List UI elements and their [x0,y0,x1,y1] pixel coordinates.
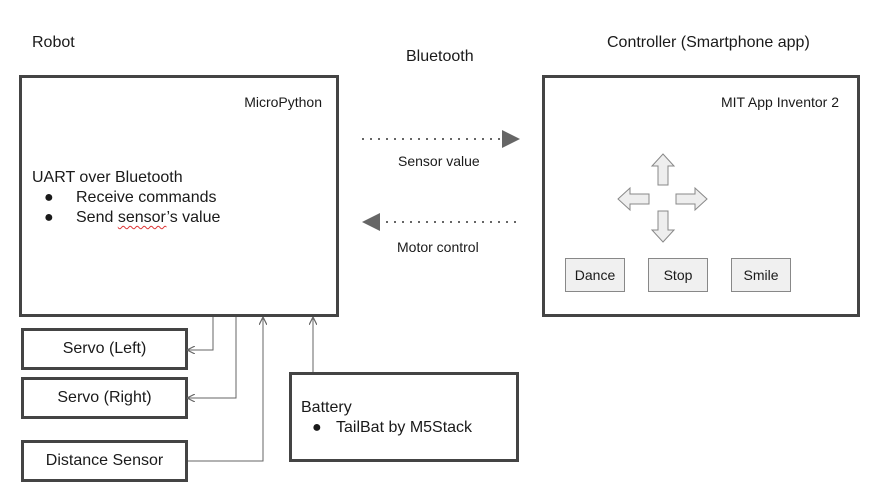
controller-platform-label: MIT App Inventor 2 [720,94,839,110]
distance-sensor-label: Distance Sensor [45,452,164,469]
dance-button[interactable]: Dance [565,258,625,292]
wire-servo-right [188,317,237,398]
distance-sensor-box: Distance Sensor [21,440,188,482]
bluetooth-title: Bluetooth [406,48,474,65]
battery-title: Battery [301,399,352,416]
motor-control-label: Motor control [397,239,479,255]
controller-title: Controller (Smartphone app) [607,34,810,51]
arrow-down-icon [650,210,676,243]
bullet-icon: ● [44,189,54,206]
uart-heading: UART over Bluetooth [32,169,183,186]
battery-box: Battery ●TailBat by M5Stack [289,372,519,462]
wire-distance-sensor [188,318,263,462]
bullet-icon: ● [312,419,322,436]
servo-right-box: Servo (Right) [21,377,188,419]
servo-left-box: Servo (Left) [21,328,188,370]
stop-button[interactable]: Stop [648,258,708,292]
robot-title: Robot [32,34,75,51]
robot-box: MicroPython UART over Bluetooth ●Receive… [19,75,339,317]
dpad [617,153,708,243]
robot-bullet-send: ●Send sensor’s value [44,209,221,226]
arrow-right-icon [675,186,708,212]
wire-servo-left [188,317,214,350]
arrow-left-icon [617,186,650,212]
arrow-up-icon [650,153,676,186]
servo-right-label: Servo (Right) [57,389,152,406]
robot-platform-label: MicroPython [244,94,322,110]
bullet-icon: ● [44,209,54,226]
robot-bullet-receive: ●Receive commands [44,189,217,206]
servo-left-label: Servo (Left) [62,340,147,357]
smile-button[interactable]: Smile [731,258,791,292]
sensor-value-label: Sensor value [398,153,480,169]
battery-bullet: ●TailBat by M5Stack [312,419,473,436]
